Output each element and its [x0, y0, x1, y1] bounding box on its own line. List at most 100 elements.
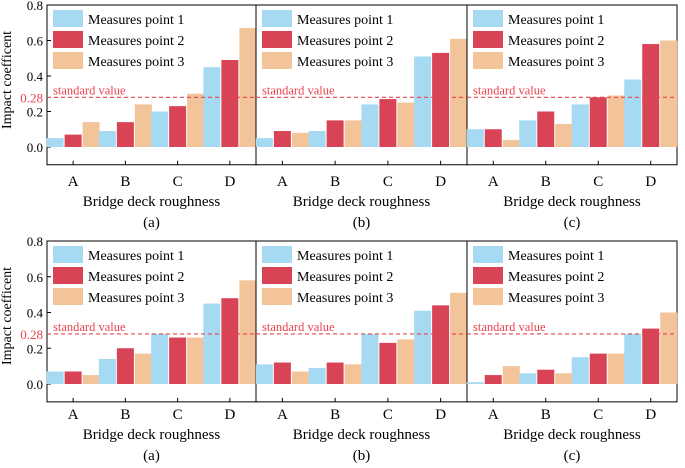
legend-swatch [473, 31, 503, 48]
panel-caption: (b) [353, 448, 371, 464]
x-axis-label: Bridge deck roughness [503, 194, 641, 210]
x-tick-label: A [488, 174, 499, 190]
bar [519, 373, 537, 384]
bar [361, 104, 379, 147]
bar [255, 138, 273, 147]
bar [255, 364, 273, 384]
bar [432, 305, 450, 384]
x-tick-label: C [173, 407, 183, 423]
y-tick-label: 0.0 [27, 377, 43, 392]
legend-label: Measures point 2 [88, 34, 184, 49]
legend-swatch [53, 288, 83, 305]
legend-label: Measures point 2 [508, 270, 604, 285]
bar [660, 40, 678, 147]
bar [82, 122, 100, 147]
x-tick-label: A [277, 407, 288, 423]
y-tick-label: 0.0 [27, 140, 43, 155]
x-tick-label: D [435, 407, 446, 423]
panel-caption: (b) [353, 215, 371, 231]
bar [537, 111, 555, 147]
reference-line-label: standard value [262, 83, 335, 97]
bar [344, 120, 362, 147]
bar [519, 120, 537, 147]
bar [450, 292, 468, 384]
bar [624, 333, 642, 384]
bar [134, 104, 152, 147]
bar [46, 138, 64, 147]
bar [607, 353, 625, 384]
bar [291, 132, 309, 147]
y-tick-label: 0.8 [27, 0, 43, 13]
x-tick-label: A [68, 407, 79, 423]
bar [273, 131, 291, 147]
x-tick-label: B [330, 407, 340, 423]
legend-swatch [262, 10, 292, 27]
reference-line-label: standard value [262, 320, 335, 334]
y-tick-label: 0.2 [27, 341, 43, 356]
legend-swatch [262, 246, 292, 263]
bar [116, 122, 134, 147]
bar [344, 364, 362, 384]
bar [502, 366, 520, 384]
reference-line-label: standard value [53, 320, 126, 334]
bar [397, 339, 415, 384]
y-axis-label-bottom: Impact coefficent [0, 267, 15, 365]
legend-label: Measures point 1 [88, 13, 184, 28]
bar [169, 106, 187, 147]
bar [239, 280, 257, 384]
bar [291, 371, 309, 384]
bar [239, 28, 257, 148]
legend-swatch [473, 52, 503, 69]
bar [450, 38, 468, 147]
bar [466, 382, 484, 384]
x-axis-label: Bridge deck roughness [83, 194, 221, 210]
bar [151, 333, 169, 384]
bar [187, 337, 205, 384]
x-tick-label: B [541, 174, 551, 190]
y-tick-label: 0.8 [27, 234, 43, 249]
bar [537, 369, 555, 384]
bar [624, 79, 642, 147]
x-tick-label: B [120, 407, 130, 423]
legend-label: Measures point 1 [508, 249, 604, 264]
legend-swatch [473, 288, 503, 305]
bar [379, 342, 397, 384]
bar [326, 362, 344, 384]
bar [414, 56, 432, 147]
bar [571, 357, 589, 384]
reference-line-label: standard value [53, 83, 126, 97]
y-tick-label: 0.4 [27, 306, 44, 321]
x-axis-label: Bridge deck roughness [293, 194, 431, 210]
legend-swatch [473, 267, 503, 284]
bar [361, 333, 379, 384]
reference-line-label: standard value [473, 320, 546, 334]
x-axis-label: Bridge deck roughness [83, 427, 221, 443]
bar [273, 362, 291, 384]
x-tick-label: C [173, 174, 183, 190]
legend-label: Measures point 1 [508, 13, 604, 28]
legend-swatch [53, 52, 83, 69]
legend-label: Measures point 3 [508, 291, 604, 306]
bar [151, 111, 169, 147]
bar [607, 95, 625, 147]
bar [326, 120, 344, 147]
x-tick-label: B [541, 407, 551, 423]
bar [134, 353, 152, 384]
bar [308, 367, 326, 384]
legend-label: Measures point 2 [88, 270, 184, 285]
legend-swatch [53, 10, 83, 27]
bar [414, 310, 432, 384]
x-tick-label: A [488, 407, 499, 423]
legend-swatch [262, 267, 292, 284]
reference-tick-label: 0.28 [20, 90, 43, 105]
panel-caption: (a) [143, 215, 160, 231]
reference-line-label: standard value [473, 83, 546, 97]
bar [64, 134, 82, 147]
bar [46, 371, 64, 384]
bar [484, 375, 502, 384]
bar [187, 93, 205, 147]
